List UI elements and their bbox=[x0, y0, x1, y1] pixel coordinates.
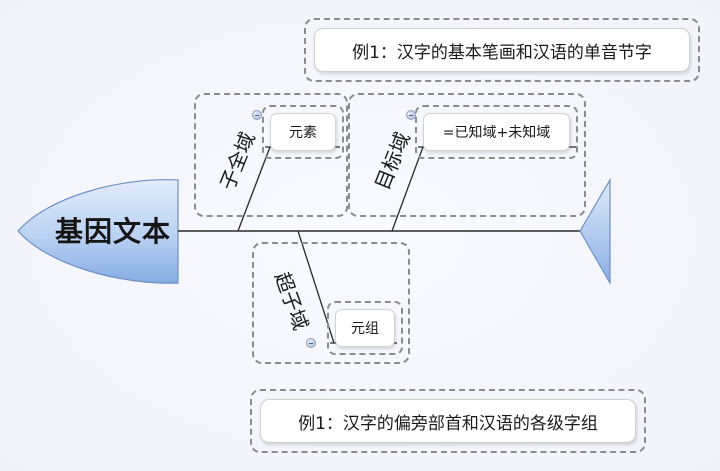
collapse-toggle-super-domain[interactable] bbox=[306, 338, 316, 348]
branch-group-full-domain bbox=[194, 93, 348, 217]
topic-element[interactable]: 元素 bbox=[270, 113, 336, 151]
fish-tail-shape bbox=[579, 177, 611, 286]
bone-full-domain bbox=[237, 146, 271, 232]
bone-target-domain bbox=[391, 146, 424, 232]
topic-tuple-box: 元组 bbox=[327, 301, 403, 355]
topic-element-box: 元素 bbox=[262, 105, 344, 159]
topic-tuple[interactable]: 元组 bbox=[335, 309, 395, 347]
example-text-top[interactable]: 例1：汉字的基本笔画和汉语的单音节字 bbox=[314, 28, 690, 72]
collapse-toggle-full-domain[interactable] bbox=[252, 110, 262, 120]
branch-group-target-domain bbox=[348, 93, 586, 217]
example-text-bottom[interactable]: 例1：汉字的偏旁部首和汉语的各级字组 bbox=[260, 399, 636, 443]
topic-known-unknown-box: =已知域+未知域 bbox=[415, 105, 578, 159]
head-label[interactable]: 基因文本 bbox=[54, 215, 171, 248]
example-callout-top: 例1：汉字的基本笔画和汉语的单音节字 bbox=[304, 18, 700, 82]
fish-head-shape[interactable] bbox=[17, 179, 179, 284]
topic-known-unknown[interactable]: =已知域+未知域 bbox=[423, 113, 570, 151]
example-callout-bottom: 例1：汉字的偏旁部首和汉语的各级字组 bbox=[250, 389, 646, 453]
branch-group-super-domain bbox=[252, 242, 410, 364]
